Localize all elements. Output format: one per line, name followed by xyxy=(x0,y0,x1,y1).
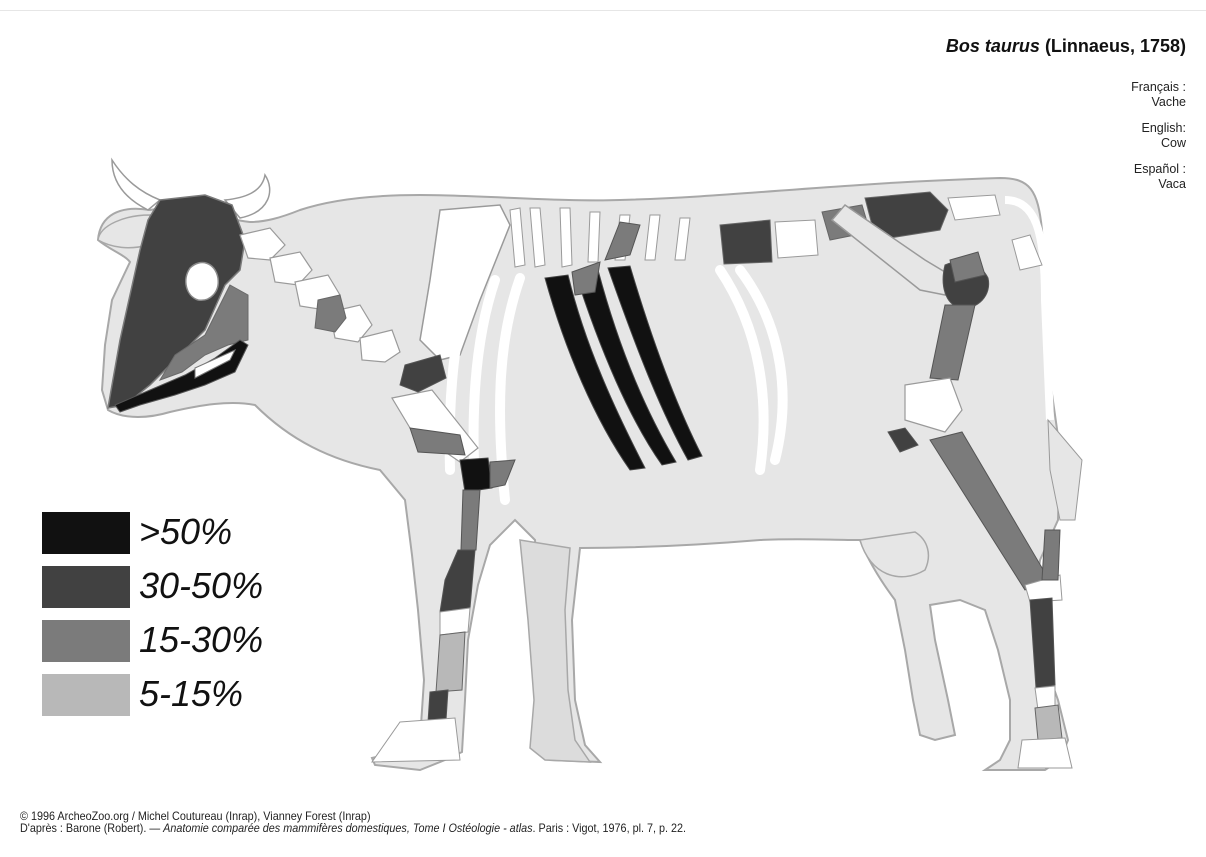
credits-book-title: Anatomie comparée des mammifères domesti… xyxy=(163,821,533,835)
lumbar-vertebrae xyxy=(719,219,773,265)
tail-switch xyxy=(1047,418,1083,521)
udder xyxy=(859,531,930,578)
lumbar-white xyxy=(774,219,819,259)
fibula-small xyxy=(887,427,919,453)
fore-hoof xyxy=(371,717,461,763)
femur-proximal xyxy=(949,251,986,283)
legend-item: 15-30% xyxy=(42,619,302,664)
name-spanish: Español : Vaca xyxy=(1026,162,1186,192)
teeth-row xyxy=(194,348,237,379)
rib-shaft-medium xyxy=(604,221,641,261)
humerus-head xyxy=(399,354,447,393)
species-authority: (Linnaeus, 1758) xyxy=(1039,36,1186,56)
name-spanish-label: Español : xyxy=(1133,162,1186,176)
legend-swatch xyxy=(42,674,130,716)
legend-item: 5-15% xyxy=(42,673,302,718)
horn-right xyxy=(223,173,271,219)
hind-hoof xyxy=(1017,737,1073,769)
horn-left xyxy=(111,157,162,211)
fore-phalanx xyxy=(427,689,449,723)
name-french: Français : Vache xyxy=(1026,80,1186,110)
far-foreleg xyxy=(519,539,592,763)
tibia-upper xyxy=(929,304,976,381)
elbow xyxy=(459,457,493,493)
legend-swatch xyxy=(42,512,130,554)
legend-swatch xyxy=(42,620,130,662)
skull-cheek xyxy=(158,284,249,381)
calcaneus xyxy=(1041,529,1061,581)
humerus-mid xyxy=(409,427,466,456)
credits: © 1996 ArcheoZoo.org / Michel Coutureau … xyxy=(20,810,686,834)
legend-item: 30-50% xyxy=(42,565,302,610)
carpus xyxy=(439,607,471,636)
credits-line-2: D'après : Barone (Robert). — Anatomie co… xyxy=(20,822,686,834)
hind-metatarsal xyxy=(1029,597,1056,689)
tail xyxy=(1004,196,1054,421)
orbit xyxy=(185,261,219,301)
fore-metacarpal xyxy=(435,631,466,693)
name-spanish-value: Vaca xyxy=(1158,177,1186,191)
name-french-label: Français : xyxy=(1131,80,1186,94)
name-english: English: Cow xyxy=(1026,121,1186,151)
species-name: Bos taurus xyxy=(945,36,1040,56)
stifle-joint xyxy=(904,377,963,433)
ear xyxy=(97,214,151,249)
legend-swatch xyxy=(42,566,130,608)
axis-vertebra xyxy=(314,294,347,333)
credits-line-1: © 1996 ArcheoZoo.org / Michel Coutureau … xyxy=(20,809,371,823)
sacrum xyxy=(947,194,1001,221)
ribs-dark xyxy=(544,265,703,471)
name-english-label: English: xyxy=(1141,121,1186,135)
mandible xyxy=(114,339,249,413)
name-french-value: Vache xyxy=(1151,95,1186,109)
olecranon xyxy=(489,459,516,489)
legend-label: 30-50% xyxy=(139,565,264,606)
hind-pastern xyxy=(1034,704,1063,741)
scapula xyxy=(419,204,511,361)
legend-item: >50% xyxy=(42,511,302,556)
species-title: Bos taurus (Linnaeus, 1758) xyxy=(946,36,1186,57)
legend-label: 5-15% xyxy=(139,673,244,714)
legend-label: 15-30% xyxy=(139,619,264,660)
credits-line-2c: . Paris : Vigot, 1976, pl. 7, p. 22. xyxy=(532,821,687,835)
rib-head-medium xyxy=(571,261,601,296)
common-names: Français : Vache English: Cow Español : … xyxy=(1026,80,1186,203)
radius xyxy=(460,489,481,551)
name-english-value: Cow xyxy=(1160,136,1186,150)
skull xyxy=(107,194,246,409)
legend-label: >50% xyxy=(139,511,233,552)
patella-white xyxy=(1011,234,1043,271)
credits-line-2a: D'après : Barone (Robert). — xyxy=(20,821,164,835)
top-divider xyxy=(0,10,1206,11)
